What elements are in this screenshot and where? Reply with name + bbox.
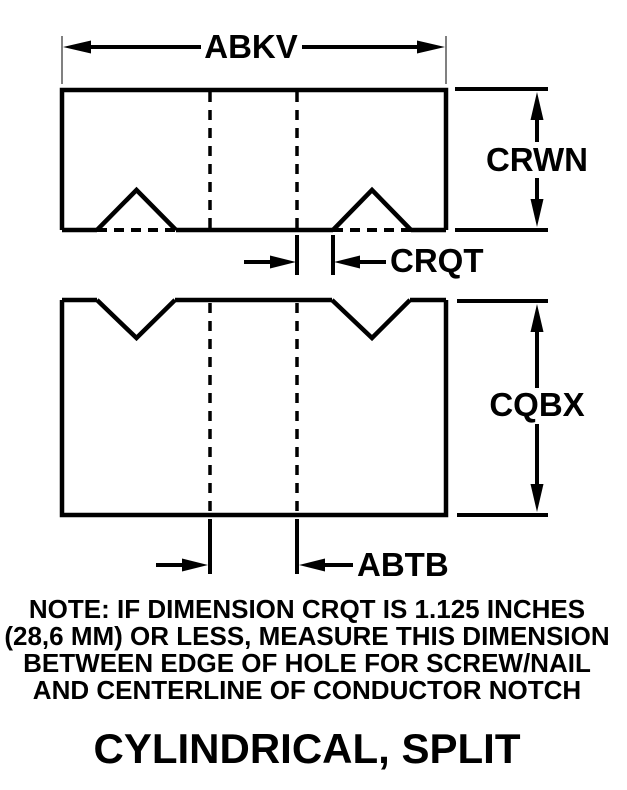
lower-block — [59, 297, 449, 518]
dimension-cqbx: CQBX — [457, 299, 585, 517]
crwn-arrowhead-up-icon — [530, 92, 544, 120]
dimension-crwn: CRWN — [455, 87, 588, 232]
note-line-4: AND CENTERLINE OF CONDUCTOR NOTCH — [32, 675, 582, 705]
dimension-abtb: ABTB — [156, 519, 449, 583]
crwn-arrowhead-down-icon — [530, 199, 544, 227]
left-conductor-notch-lower — [95, 298, 177, 342]
abtb-arrowhead-right-icon — [182, 558, 208, 572]
note-text: NOTE: IF DIMENSION CRQT IS 1.125 INCHES … — [0, 596, 614, 704]
dim-label-abtb: ABTB — [357, 546, 449, 583]
abtb-arrowhead-left-icon — [299, 558, 325, 572]
note-line-1: NOTE: IF DIMENSION CRQT IS 1.125 INCHES — [28, 594, 586, 624]
dim-label-cqbx: CQBX — [489, 386, 584, 423]
left-conductor-notch-upper — [95, 186, 178, 232]
dimension-crqt: CRQT — [244, 235, 484, 279]
note-line-2: (28,6 MM) OR LESS, MEASURE THIS DIMENSIO… — [4, 621, 610, 651]
right-conductor-notch-upper — [331, 186, 413, 232]
upper-block — [59, 87, 449, 233]
note-line-3: BETWEEN EDGE OF HOLE FOR SCREW/NAIL — [23, 648, 591, 678]
upper-block-outline — [59, 87, 449, 230]
figure-title: CYLINDRICAL, SPLIT — [93, 725, 521, 772]
crqt-arrowhead-left-icon — [334, 255, 360, 269]
lower-block-outline — [59, 300, 449, 518]
crqt-arrowhead-right-icon — [270, 255, 296, 269]
right-conductor-notch-lower — [330, 298, 412, 342]
abkv-arrowhead-right-icon — [417, 40, 445, 54]
dim-label-abkv: ABKV — [204, 28, 298, 65]
dim-label-crqt: CRQT — [390, 242, 484, 279]
abkv-arrowhead-left-icon — [63, 40, 91, 54]
cqbx-arrowhead-up-icon — [530, 304, 544, 332]
dim-label-crwn: CRWN — [486, 141, 588, 178]
cqbx-arrowhead-down-icon — [530, 484, 544, 512]
dimension-abkv: ABKV — [61, 28, 447, 84]
